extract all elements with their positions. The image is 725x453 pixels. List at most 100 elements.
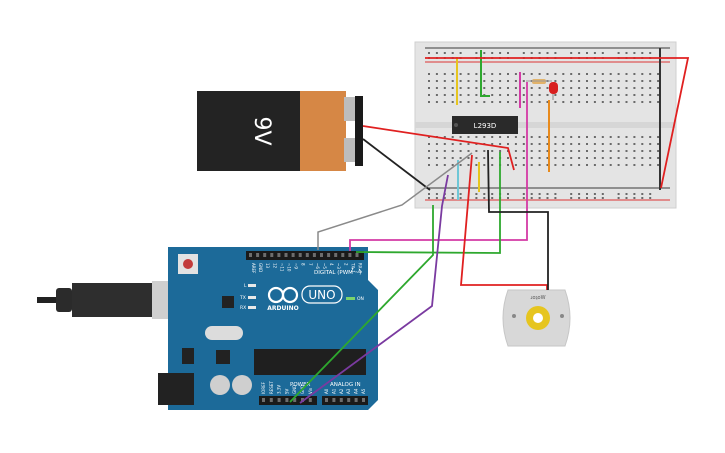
analog-pin[interactable] — [332, 398, 336, 402]
digital-pin[interactable] — [249, 253, 252, 257]
breadboard-hole — [562, 164, 565, 166]
power-pin[interactable] — [293, 398, 297, 402]
power-pin[interactable] — [269, 398, 273, 402]
rail-hole — [428, 52, 430, 54]
breadboard-hole — [459, 94, 462, 96]
breadboard-hole — [601, 94, 604, 96]
analog-pin[interactable] — [362, 398, 365, 402]
l293d-chip[interactable]: L293D — [452, 116, 518, 134]
breadboard-hole — [530, 87, 533, 89]
led-body — [549, 82, 558, 94]
breadboard-hole — [617, 164, 620, 166]
breadboard-hole — [546, 101, 549, 103]
breadboard-hole — [593, 94, 596, 96]
breadboard-hole — [467, 80, 470, 82]
digital-pin[interactable] — [355, 253, 359, 257]
reset-button-cap — [183, 259, 193, 269]
digital-pin[interactable] — [305, 253, 309, 257]
rail-hole — [459, 52, 462, 54]
breadboard-hole — [483, 150, 486, 152]
digital-pin[interactable] — [341, 253, 345, 257]
breadboard-hole — [514, 157, 517, 159]
power-pin[interactable] — [301, 398, 304, 402]
resistor[interactable] — [526, 79, 552, 84]
breadboard-hole — [546, 73, 549, 75]
rail-hole — [483, 197, 486, 199]
breadboard-hole — [467, 94, 470, 96]
analog-pin[interactable] — [347, 398, 351, 402]
breadboard-hole — [467, 150, 470, 152]
breadboard-hole — [609, 101, 612, 103]
analog-pin[interactable] — [354, 398, 358, 402]
dc-motor[interactable]: ɹoʇoW — [502, 289, 571, 347]
wires — [289, 57, 690, 404]
rail-hole — [641, 197, 644, 199]
digital-header — [246, 251, 364, 260]
breadboard-hole — [475, 164, 478, 166]
rail-hole — [507, 52, 509, 54]
breadboard-hole — [578, 136, 581, 138]
breadboard-hole — [428, 143, 430, 145]
arduino-uno[interactable]: DIGITAL (PWM ~) POWER ANALOG IN L TX RX … — [37, 247, 378, 410]
rail-hole — [601, 193, 604, 195]
breadboard-hole — [507, 101, 509, 103]
digital-pin[interactable] — [348, 253, 352, 257]
breadboard-hole — [443, 101, 446, 103]
logo-right-ring — [281, 286, 299, 304]
breadboard-hole — [459, 101, 462, 103]
rail-hole — [491, 197, 494, 199]
breadboard-hole — [491, 80, 494, 82]
power-pin[interactable] — [308, 398, 312, 402]
battery-9v[interactable]: 9V — [197, 91, 363, 171]
breadboard-hole — [593, 157, 596, 159]
breadboard-hole — [546, 157, 549, 159]
digital-pin[interactable] — [327, 253, 331, 257]
breadboard-hole — [617, 80, 620, 82]
breadboard-hole — [428, 157, 430, 159]
arduino-logo: ARDUINO UNO — [267, 285, 343, 312]
breadboard-hole — [546, 136, 549, 138]
digital-pin[interactable] — [284, 253, 288, 257]
digital-pin[interactable] — [263, 253, 267, 257]
breadboard-hole — [625, 73, 628, 75]
breadboard-hole — [633, 164, 636, 166]
wire-purple-gnd — [299, 174, 449, 404]
breadboard-hole — [641, 157, 644, 159]
tx-label: TX — [239, 295, 246, 301]
breadboard-hole — [570, 136, 573, 138]
breadboard-hole — [459, 150, 462, 152]
rail-hole — [546, 197, 549, 199]
power-pin[interactable] — [277, 398, 281, 402]
analog-pin-label: A0 — [324, 388, 329, 394]
led[interactable] — [549, 82, 558, 100]
analog-pin[interactable] — [325, 398, 328, 402]
power-pin[interactable] — [285, 398, 289, 402]
rail-hole — [428, 193, 430, 195]
digital-pin[interactable] — [256, 253, 260, 257]
breadboard-hole — [657, 150, 660, 152]
breadboard-hole — [546, 164, 549, 166]
breadboard-hole — [459, 143, 462, 145]
digital-pin[interactable] — [298, 253, 302, 257]
power-pin[interactable] — [262, 398, 265, 402]
analog-header — [322, 396, 368, 405]
breadboard-hole — [483, 157, 486, 159]
digital-pin[interactable] — [312, 253, 316, 257]
wire-red-rail — [425, 57, 690, 189]
digital-pin[interactable] — [291, 253, 295, 257]
smd-ic — [222, 296, 234, 308]
breadboard-hole — [538, 157, 541, 159]
digital-pin[interactable] — [277, 253, 281, 257]
breadboard-hole — [467, 143, 470, 145]
digital-pin[interactable] — [270, 253, 274, 257]
rail-hole — [593, 197, 596, 199]
digital-pin[interactable] — [334, 253, 338, 257]
analog-pin[interactable] — [339, 398, 343, 402]
breadboard-hole — [586, 80, 588, 82]
breadboard-hole — [522, 80, 525, 82]
breadboard-hole — [483, 73, 486, 75]
breadboard-hole — [467, 101, 470, 103]
breadboard-hole — [578, 73, 581, 75]
digital-pin[interactable] — [320, 253, 323, 257]
power-pin-label: 3.3V — [277, 385, 282, 394]
